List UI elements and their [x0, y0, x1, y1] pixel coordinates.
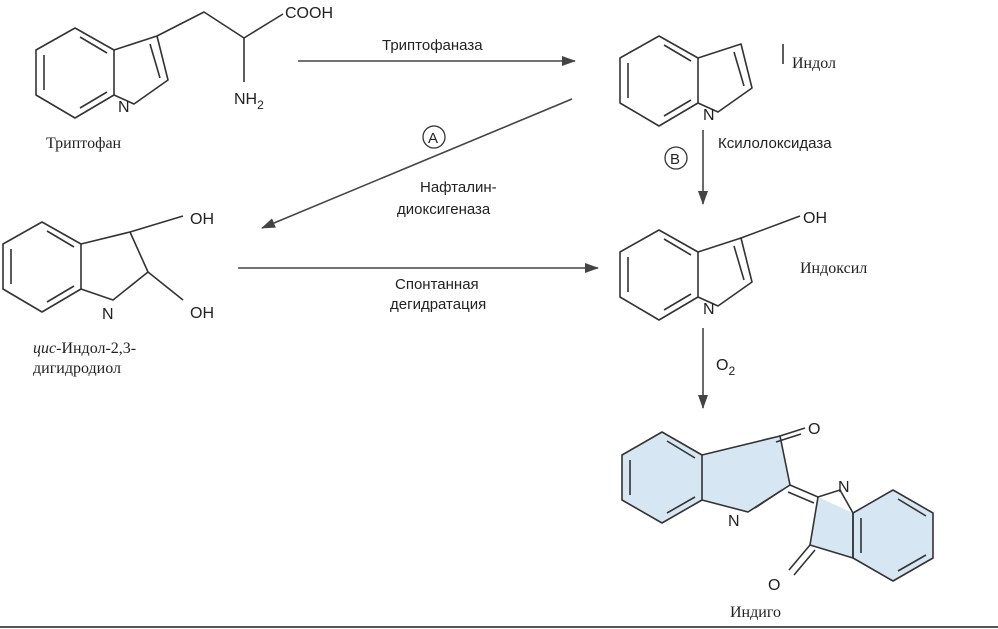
dioxygenase-label-line2: диоксигеназа — [397, 201, 491, 218]
tryptophanase-label: Триптофаназа — [382, 37, 483, 54]
tryptophan-nh2-group: NH2 — [234, 91, 264, 112]
pathway-a-marker-text: A — [428, 130, 438, 147]
indoxyl-oh-group: OH — [803, 210, 827, 227]
indoxyl-n-atom: N — [703, 301, 715, 318]
tryptophan-structure — [35, 11, 284, 119]
indole-n-atom: N — [703, 107, 715, 124]
pathway-a-marker — [422, 125, 446, 149]
indole-label: Индол — [792, 55, 836, 72]
xylene-oxidase-label: Ксилолоксидаза — [718, 135, 832, 152]
indoxyl-structure — [619, 215, 801, 321]
diol-structure — [2, 215, 184, 313]
dioxygenase-label-line1: Нафталин- — [420, 179, 497, 196]
indigo-structure — [621, 427, 934, 582]
indigo-label: Индиго — [730, 604, 781, 621]
pathway-b-marker — [664, 146, 688, 170]
oxygen-reagent-label: O2 — [716, 357, 735, 378]
diol-label-line2: дигидродиол — [33, 360, 121, 377]
dehydration-label-line1: Спонтанная — [395, 276, 479, 293]
pathway-b-marker-text: B — [670, 151, 680, 168]
indigo-o-top: O — [808, 421, 820, 438]
tryptophan-cooh-group: COOH — [285, 5, 333, 22]
tryptophan-n-atom: N — [118, 99, 130, 116]
indigo-n-right: N — [838, 479, 850, 496]
indoxyl-label: Индоксил — [800, 260, 867, 277]
diol-oh-top: OH — [190, 211, 214, 228]
indole-structure — [619, 35, 784, 127]
tryptophan-label: Триптофан — [46, 135, 122, 152]
diol-oh-bottom: OH — [190, 305, 214, 322]
diol-n-atom: N — [102, 306, 114, 323]
indigo-n-left: N — [728, 513, 740, 530]
dehydration-label-line2: дегидратация — [390, 296, 486, 313]
indigo-o-bottom: O — [768, 577, 780, 594]
diol-label-line1: цис-Индол-2,3- — [33, 340, 136, 357]
dioxygenase-arrow — [261, 98, 573, 229]
